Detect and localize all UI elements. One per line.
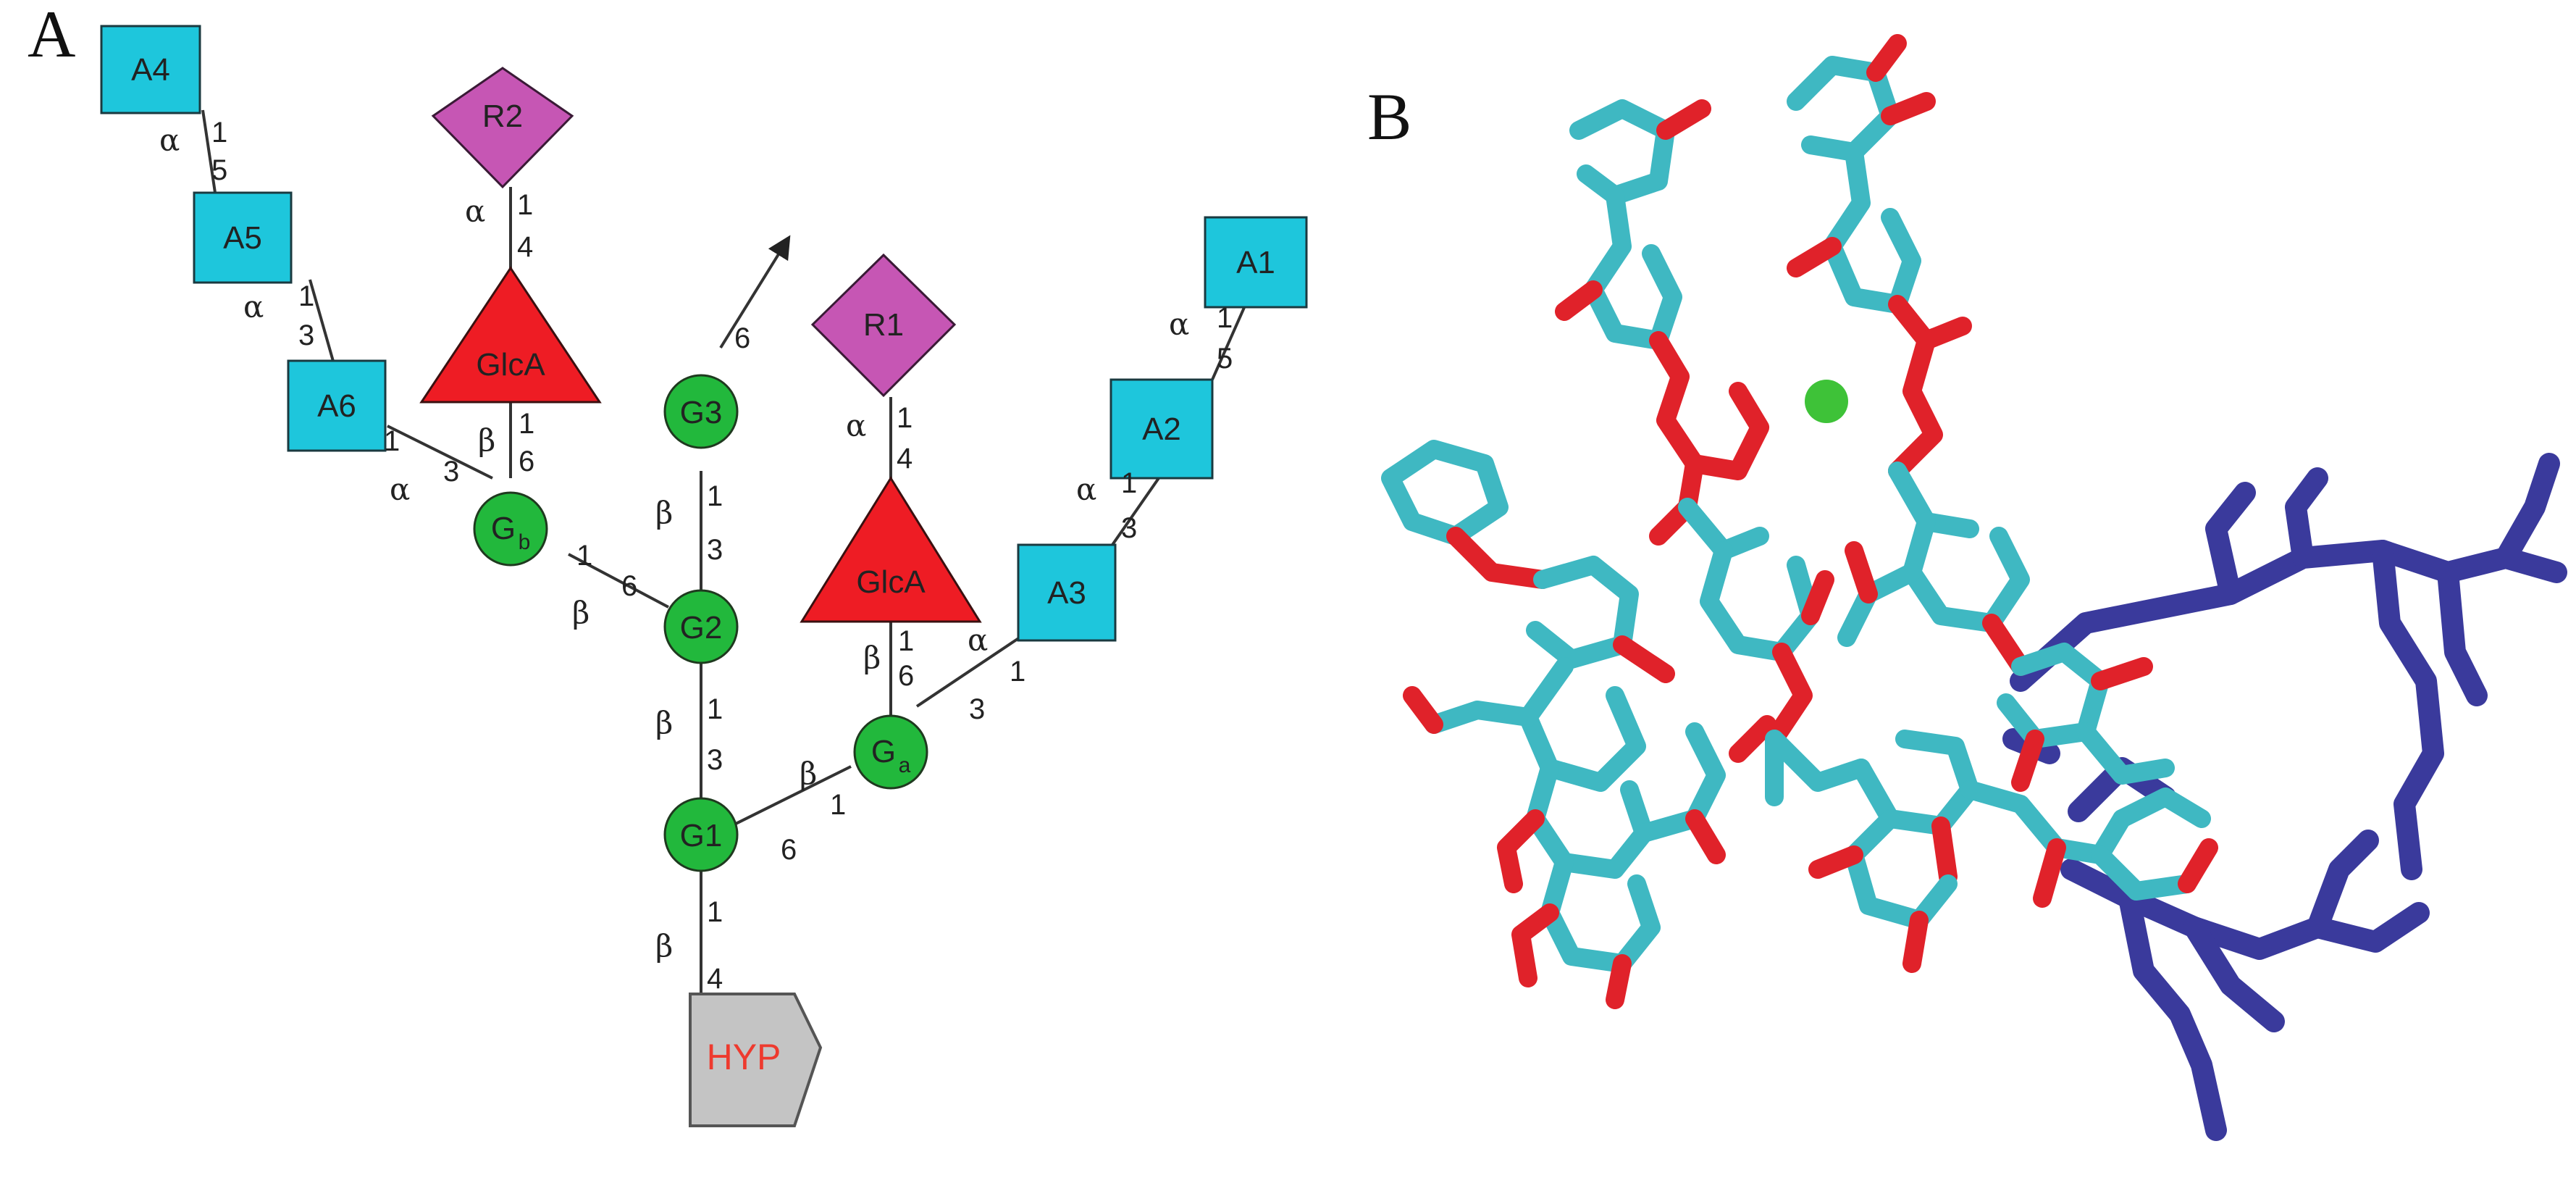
link-a6-a5-anomer: α [243,289,264,325]
link-g1-g2-to: 3 [707,744,723,776]
link-glca-r2-from: 1 [517,189,533,221]
link-g2-g3-anomer: β [655,495,673,530]
link-a5-a4-anomer: α [159,122,180,158]
a3-residue: A3 [1017,543,1117,642]
a6-residue: A6 [287,359,387,452]
panel-a-glycan-diagram: A HYP G1 [28,0,1308,1127]
r2-residue: R2 [431,67,574,189]
g3-residue: G3 [663,374,739,449]
link-a3-a2-anomer: α [1076,472,1096,507]
g3-label: G3 [680,395,723,430]
link-hyp-g1-from: 1 [707,896,723,928]
a1-residue: A1 [1204,216,1308,309]
r2-label: R2 [482,99,523,134]
peptide-backbone [2002,453,2567,1141]
link-g2-gb-to: 6 [621,570,637,602]
link-g2-g3-to: 3 [707,534,723,566]
g1-label: G1 [680,818,723,853]
link-g2-g3-from: 1 [707,480,723,512]
linkage-labels: β 1 4 β 1 3 β 1 3 6 β 1 6 1 β 6 1 α 3 [159,117,1233,995]
link-ga-a3-to: 3 [969,693,985,725]
link-a5-a4-from: 1 [211,117,227,149]
gb-subscript: b [519,530,531,554]
link-a5-a4-to: 5 [211,154,227,186]
a2-residue: A2 [1109,378,1214,480]
link-glca-r1-from: 1 [897,402,912,434]
a4-residue: A4 [100,25,201,114]
link-g1-g2-from: 1 [707,693,723,725]
ga-label: G [871,734,896,769]
a3-label: A3 [1047,575,1086,611]
glca-left-label: GlcA [476,347,545,383]
link-hyp-g1-to: 4 [707,963,723,995]
link-gb-glca-anomer: β [478,422,495,458]
ga-subscript: a [899,753,911,777]
link-a6-a5-from: 1 [298,280,314,312]
link-g2-gb-from: 1 [576,540,592,572]
link-a2-a1-to: 5 [1217,343,1233,375]
link-glca-r2-to: 4 [517,231,533,263]
link-gb-a6-to: 3 [443,456,459,488]
link-a6-a5-to: 3 [298,319,314,351]
link-ga-glca-anomer: β [863,640,881,675]
metal-ion-sphere [1805,380,1848,423]
a2-label: A2 [1142,412,1181,447]
link-a3-a2-from: 1 [1121,467,1137,499]
gb-label: G [491,511,516,546]
ga-residue: G a [853,714,928,790]
link-gb-a6-from: 1 [384,425,400,457]
link-gb-a6-anomer: α [390,472,410,507]
glca-right-residue: GlcA [800,476,982,623]
link-gb-glca-to: 6 [519,446,534,477]
panel-b-label: B [1367,80,1411,154]
r1-label: R1 [863,307,904,343]
link-ga-a3-from: 1 [1010,656,1025,688]
link-g2-gb-anomer: β [572,595,590,630]
a4-label: A4 [131,52,170,88]
link-ga-a3-anomer: α [968,622,988,658]
a5-residue: A5 [193,191,293,284]
link-a2-a1-anomer: α [1169,306,1189,342]
link-glca-r2-anomer: α [465,193,485,229]
hyp-label: HYP [707,1037,781,1077]
glca-right-label: GlcA [856,564,926,600]
a6-label: A6 [317,388,356,424]
link-ga-glca-from: 1 [898,625,914,657]
glycosidic-bonds [201,109,1247,993]
link-gb-glca-from: 1 [519,408,534,440]
link-g1-ga-from: 1 [830,789,846,821]
link-glca-r1-to: 4 [897,443,912,475]
a1-label: A1 [1236,245,1275,280]
link-ga-glca-to: 6 [898,660,914,692]
gb-residue: G b [473,491,548,567]
link-g1-ga-anomer: β [800,756,817,791]
hyp-residue: HYP [689,993,823,1127]
link-a2-a1-from: 1 [1217,302,1233,334]
link-g1-g2-anomer: β [655,705,673,740]
g2-label: G2 [680,610,723,646]
g2-residue: G2 [663,589,739,664]
link-hyp-g1-anomer: β [655,928,673,964]
link-g1-ga-to: 6 [781,834,797,866]
panel-b-molecular-model: B [1367,34,2567,1141]
glca-left-residue: GlcA [419,266,602,404]
link-glca-r1-anomer: α [846,408,866,443]
carbohydrate-sticks [1381,34,2218,1009]
a5-label: A5 [223,220,262,256]
g1-residue: G1 [663,797,739,872]
link-g3-branch-pos: 6 [734,322,750,354]
panel-a-label: A [28,0,75,71]
link-a3-a2-to: 3 [1121,512,1137,544]
r1-residue: R1 [810,253,957,398]
